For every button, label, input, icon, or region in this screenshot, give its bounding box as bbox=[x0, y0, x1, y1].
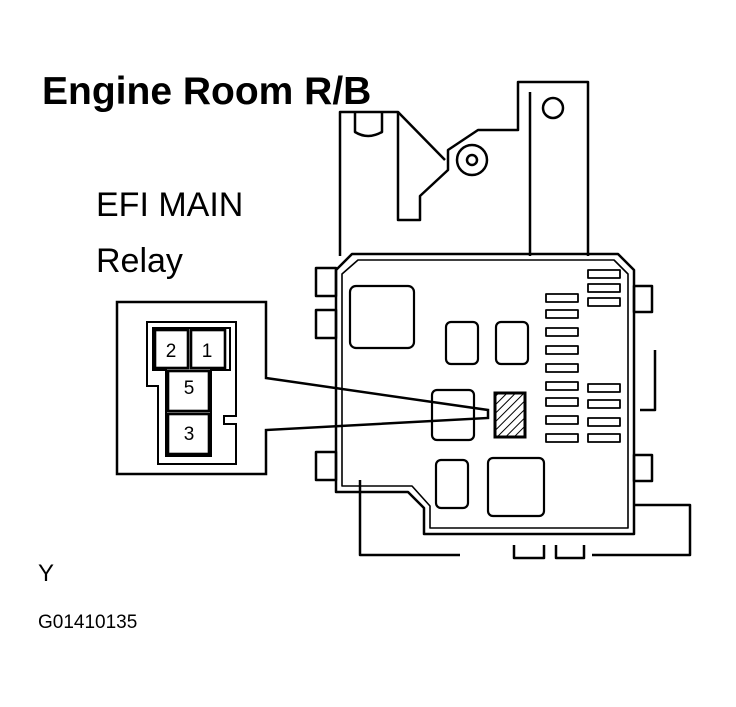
diagram-title: Engine Room R/B bbox=[42, 70, 372, 113]
relay-name-line1: EFI MAIN bbox=[96, 186, 244, 224]
connector-pin-label: 1 bbox=[201, 341, 213, 362]
connector-pin-label: 2 bbox=[165, 341, 177, 362]
mounting-bracket bbox=[338, 80, 692, 560]
connector-pin-label: 5 bbox=[183, 378, 195, 399]
connector-callout bbox=[115, 300, 490, 476]
fuse-slots bbox=[545, 269, 621, 443]
relay-block-housing bbox=[314, 252, 654, 536]
figure-code: G01410135 bbox=[38, 612, 138, 633]
wire-color-label: Y bbox=[38, 560, 55, 587]
connector-pin-label: 3 bbox=[183, 424, 195, 445]
relay-name-line2: Relay bbox=[96, 242, 183, 280]
efi-main-relay-location bbox=[493, 391, 527, 439]
relay-block-sockets bbox=[348, 284, 546, 518]
